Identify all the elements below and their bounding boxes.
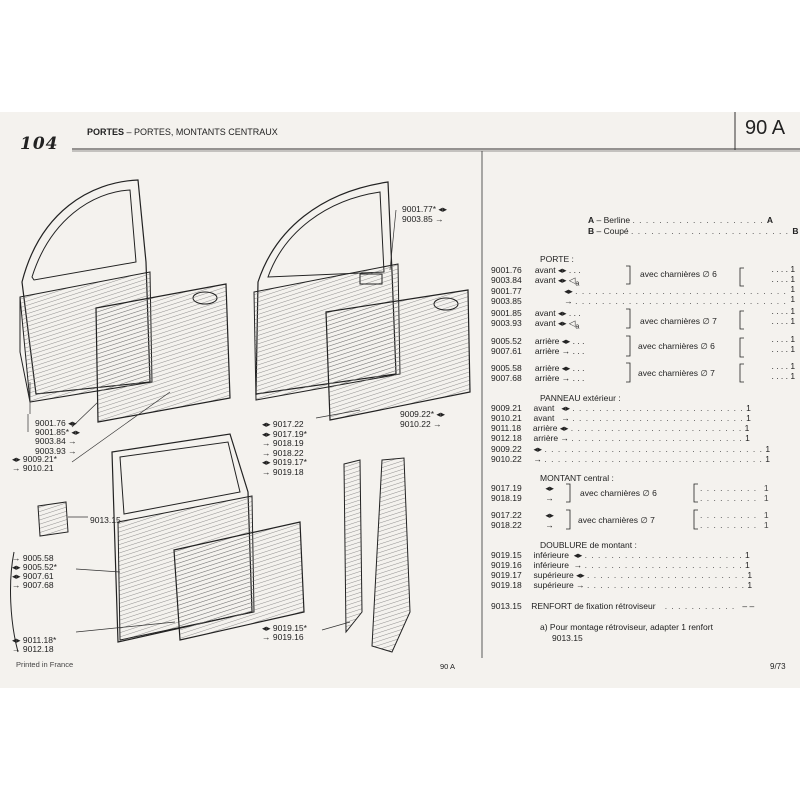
doublure-table: 9019.15 inférieure ◂▸ . . . . . . . . . … xyxy=(491,550,753,590)
callout-group-rear: → 9005.58 ◂▸ 9005.52* ◂▸ 9007.61 → 9007.… xyxy=(12,553,57,590)
porte-brace-1: avec charnières ∅ 6 xyxy=(640,269,717,279)
arrow-both-icon: ◂▸ xyxy=(12,635,21,645)
model-logo: 104 xyxy=(20,134,59,154)
montant-brackets xyxy=(566,483,698,530)
arrow-right-icon: → xyxy=(12,553,21,563)
rear-outer-panel xyxy=(173,521,305,641)
callout-mirror: 9013.15 xyxy=(90,515,121,525)
section-porte-title: PORTE : xyxy=(540,254,574,264)
page-number: 9/73 xyxy=(770,662,786,671)
arrow-right-icon: → xyxy=(12,463,21,474)
montant-brace-1: avec charnières ∅ 6 xyxy=(580,488,657,498)
porte-brace-2: avec charnières ∅ 7 xyxy=(640,316,717,326)
callout-group-doublure: ◂▸ 9019.15* → 9019.16 xyxy=(262,623,307,643)
callout-group-pillar: ◂▸ 9017.22 ◂▸ 9017.19* → 9018.19 → 9018.… xyxy=(262,419,307,477)
panneau-table: 9009.21 avant ◂▸ . . . . . . . . . . . .… xyxy=(491,403,771,464)
legend-berline: A – Berline . . . . . . . . . . . . . . … xyxy=(588,215,774,225)
door-illustration xyxy=(10,179,471,653)
porte-qty: . . . . 1 . . . . 1 1 1 . . . . 1 . . . … xyxy=(771,264,796,381)
arrow-both-icon: ◂▸ xyxy=(262,623,271,633)
footer-code: 90 A xyxy=(440,662,456,671)
arrow-right-icon: → xyxy=(433,418,442,429)
callout-group-front-panel: ◂▸ 9009.21* → 9010.21 xyxy=(12,454,57,474)
arrow-both-icon: ◂▸ xyxy=(438,204,447,214)
arrow-both-icon: ◂▸ xyxy=(262,457,271,468)
montant-qty: . . . . . . . . . 1 . . . . . . . . . 1 … xyxy=(700,483,770,530)
page-rules xyxy=(72,112,800,658)
page-code: 90 A xyxy=(745,117,786,139)
porte-brackets xyxy=(626,265,744,383)
section-montant-title: MONTANT central : xyxy=(540,473,614,483)
arrow-right-icon: → xyxy=(12,644,21,655)
arrow-right-icon: → xyxy=(12,580,21,590)
callout-top-right-1: 9001.77* ◂▸ xyxy=(402,204,447,214)
arrow-right-icon: → xyxy=(68,445,77,456)
arrow-both-icon: ◂▸ xyxy=(68,418,77,428)
legend-coupe: B – Coupé . . . . . . . . . . . . . . . … xyxy=(588,226,799,236)
arrow-both-icon: ◂▸ xyxy=(12,571,21,581)
front-outer-panel xyxy=(95,283,231,423)
arrow-right-icon: → xyxy=(68,436,77,447)
page-title-rest: – PORTES, MONTANTS CENTRAUX xyxy=(124,127,278,137)
arrow-right-icon: → xyxy=(435,214,444,224)
footnote: a) Pour montage rétroviseur, adapter 1 r… xyxy=(540,622,713,643)
callout-group-coupe-panel: 9009.22* ◂▸ 9010.22 → xyxy=(400,409,445,429)
montant-table: 9017.19 ◂▸ 9018.19 → 9017.22 ◂▸ 9018.22 … xyxy=(491,483,554,530)
montant-brace-2: avec charnières ∅ 7 xyxy=(578,515,655,525)
arrow-right-icon: → xyxy=(262,438,271,449)
arrow-both-icon: ◂▸ xyxy=(12,454,21,464)
porte-brace-4: avec charnières ∅ 7 xyxy=(638,368,715,378)
renfort-row: 9013.15 RENFORT de fixation rétroviseur … xyxy=(491,601,755,611)
arrow-both-icon: ◂▸ xyxy=(262,428,271,439)
printed-in: Printed in France xyxy=(16,660,74,669)
callout-top-right-2: 9003.85 → xyxy=(402,214,444,224)
central-pillar xyxy=(343,457,411,653)
arrow-both-icon: ◂▸ xyxy=(436,409,445,419)
arrow-right-icon: → xyxy=(262,632,271,643)
arrow-right-icon: → xyxy=(262,447,271,458)
page-title-main: PORTES xyxy=(87,127,125,137)
arrow-right-icon: → xyxy=(262,466,271,477)
callout-group-rear-panel: ◂▸ 9011.18* → 9012.18 xyxy=(12,635,57,655)
arrow-both-icon: ◂▸ xyxy=(71,427,80,438)
section-panneau-title: PANNEAU extérieur : xyxy=(540,393,621,403)
section-doublure-title: DOUBLURE de montant : xyxy=(540,540,637,550)
arrow-both-icon: ◂▸ xyxy=(262,419,271,429)
porte-table: 9001.76 avant ◂▸ . . . 9003.84 avant ◂▸ … xyxy=(491,265,787,383)
callout-group-front: 9001.76 ◂▸ 9001.85* ◂▸ 9003.84 → 9003.93… xyxy=(35,418,80,456)
page-title: PORTES – PORTES, MONTANTS CENTRAUX xyxy=(87,127,278,137)
arrow-both-icon: ◂▸ xyxy=(12,562,21,572)
coupe-outer-panel xyxy=(325,289,471,421)
mirror-reinforcement xyxy=(10,501,69,653)
porte-brace-3: avec charnières ∅ 6 xyxy=(638,341,715,351)
leader-lines xyxy=(27,209,397,633)
